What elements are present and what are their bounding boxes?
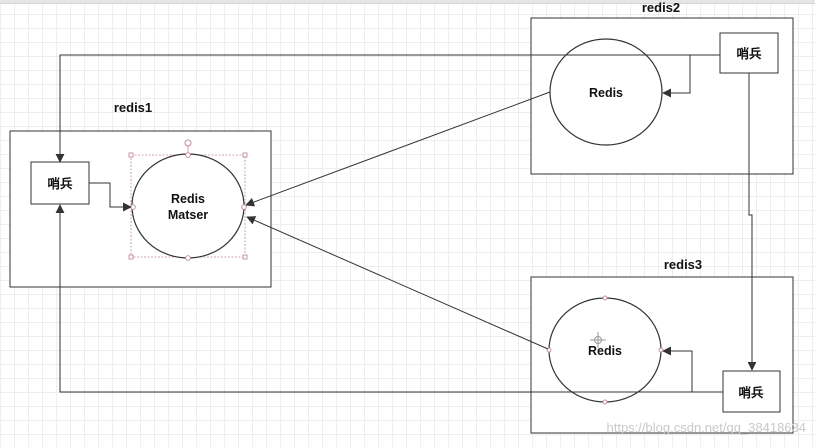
edge-redis2-to-master[interactable] <box>245 91 551 207</box>
resize-handles[interactable] <box>128 152 248 261</box>
redis1-title: redis1 <box>114 100 152 115</box>
rotate-handle[interactable] <box>184 139 192 147</box>
edge-sentinel2-to-sentinel1[interactable] <box>55 54 720 163</box>
edge-redis3-to-master[interactable] <box>246 216 549 350</box>
top-toolbar-edge <box>0 0 815 4</box>
redis3-title: redis3 <box>664 257 702 272</box>
redis-master-node[interactable] <box>131 153 245 259</box>
edge-sentinel1-to-master[interactable] <box>89 182 132 212</box>
redis-master-label-line2: Matser <box>168 208 208 222</box>
redis3-sentinel-node[interactable] <box>722 370 781 413</box>
redis2-title: redis2 <box>642 0 680 15</box>
redis-master-label-line1: Redis <box>171 192 205 206</box>
redis2-sentinel-label: 哨兵 <box>736 46 762 61</box>
redis1-sentinel-label: 哨兵 <box>47 176 73 191</box>
redis3-sentinel-label: 哨兵 <box>738 385 764 400</box>
edge-sentinel2-to-sentinel3[interactable] <box>747 73 757 371</box>
move-cursor-icon <box>590 332 606 348</box>
redis3-redis-label: Redis <box>588 344 622 358</box>
edge-sentinel3-to-sentinel1[interactable] <box>55 204 723 393</box>
watermark: https://blog.csdn.net/qq_38418634 <box>607 420 807 435</box>
redis2-redis-label: Redis <box>589 86 623 100</box>
